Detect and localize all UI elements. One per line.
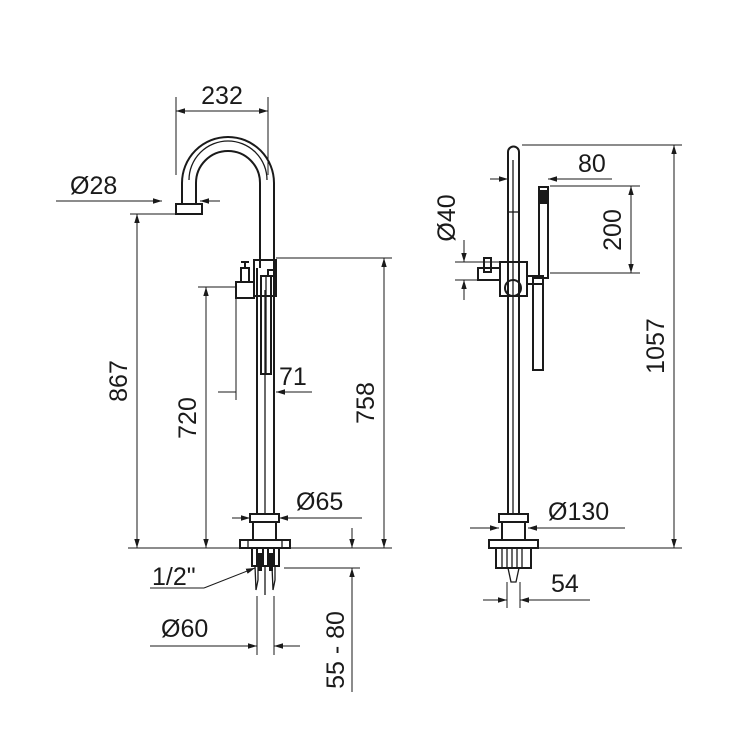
side-handshower xyxy=(532,186,549,371)
front-view xyxy=(175,136,291,595)
dim-spout-outlet-diameter: Ø28 xyxy=(70,172,117,200)
dim-spout-outlet-height: 867 xyxy=(105,360,133,402)
side-view xyxy=(477,145,549,583)
front-mixer-body xyxy=(235,259,277,375)
front-base xyxy=(239,513,291,549)
side-base xyxy=(488,513,539,583)
dim-lever-height: 720 xyxy=(174,397,202,439)
side-column xyxy=(507,145,520,514)
side-view-dimensions: 80 Ø40 200 1057 Ø130 54 xyxy=(433,144,682,608)
dim-base-plate-diameter: Ø60 xyxy=(161,615,208,643)
front-view-dimensions: 232 Ø28 867 720 758 71 Ø65 1/2" xyxy=(56,82,392,692)
dim-inlet-thread: 1/2" xyxy=(152,563,196,591)
side-mixer-body xyxy=(477,257,544,297)
dim-spout-reach: 232 xyxy=(201,82,243,110)
dim-handshower-diameter: Ø40 xyxy=(433,194,461,241)
dim-column-diameter: Ø65 xyxy=(296,488,343,516)
dim-base-diameter: Ø130 xyxy=(548,498,609,526)
dim-total-height: 1057 xyxy=(642,318,670,374)
front-inlets xyxy=(251,547,280,595)
dim-lever-offset: 71 xyxy=(279,363,307,391)
dim-base-offset: 54 xyxy=(551,570,579,598)
dim-body-height: 758 xyxy=(352,382,380,424)
front-spout xyxy=(175,136,275,268)
dim-handshower-offset: 80 xyxy=(578,150,606,178)
front-column xyxy=(256,268,275,514)
dim-inlet-length: 55 - 80 xyxy=(322,611,350,689)
dim-handshower-length: 200 xyxy=(599,209,627,251)
